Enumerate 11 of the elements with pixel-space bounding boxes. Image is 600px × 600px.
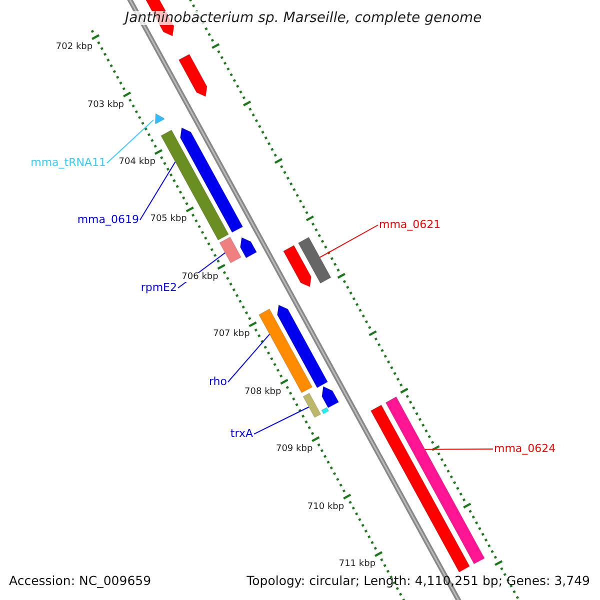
scale-label: 709 kbp bbox=[276, 445, 313, 454]
scale-label: 711 kbp bbox=[338, 560, 376, 570]
scale-label: 707 kbp bbox=[213, 330, 250, 340]
scale-label: 705 kbp bbox=[150, 215, 187, 224]
scale-label: 702 kbp bbox=[56, 43, 93, 52]
scale-label: 703 kbp bbox=[87, 100, 124, 110]
scale-label: 710 kbp bbox=[307, 502, 344, 512]
scale-label: 708 kbp bbox=[244, 388, 282, 397]
accession-text: Accession: NC_009659 bbox=[9, 575, 152, 588]
genome-info-text: Topology: circular; Length: 4,110,251 bp; Genes: 3,749 bbox=[246, 575, 590, 588]
title: Janthinobacterium sp. Marseille, complete genome bbox=[125, 11, 482, 25]
